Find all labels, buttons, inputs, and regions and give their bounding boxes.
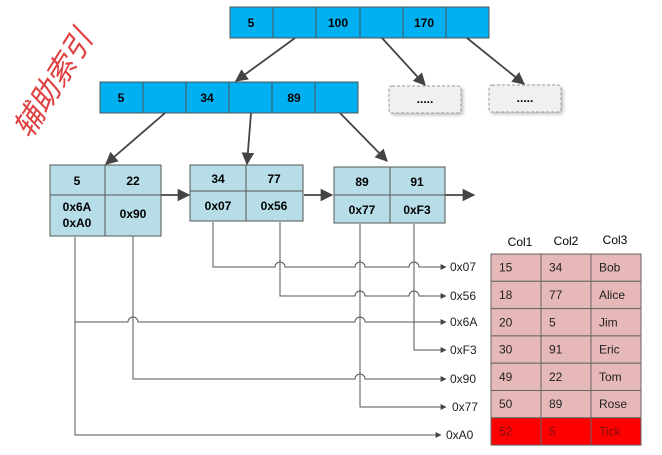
level2-key-2: 34 xyxy=(200,91,214,105)
table-cell: 50 xyxy=(499,397,513,411)
placeholder-node-2: ..... xyxy=(488,84,562,113)
level2-node: 5 34 89 xyxy=(99,81,359,114)
diagram-title: 辅助索引 xyxy=(7,22,101,144)
table-cell: Bob xyxy=(599,261,621,275)
leaf-node-2: 34 77 0x07 0x56 xyxy=(189,164,304,222)
root-node: 5 100 170 xyxy=(229,6,490,39)
table-cell: 89 xyxy=(549,397,563,411)
placeholder-label-2: ..... xyxy=(517,91,534,105)
leaf1-key-2: 22 xyxy=(126,174,140,188)
table-cell: Tom xyxy=(599,370,622,384)
pointer-connectors xyxy=(74,222,447,438)
table-cell-bg xyxy=(590,335,642,364)
leaf2-key-2: 77 xyxy=(267,172,281,186)
table-cell: 18 xyxy=(499,288,513,302)
leaf2-value-2: 0x56 xyxy=(261,199,288,213)
table-cell-bg xyxy=(540,308,592,337)
pointer-label-0xA0: 0xA0 xyxy=(446,428,474,442)
leaf1-value-2: 0x90 xyxy=(120,207,147,221)
level2-key-3: 89 xyxy=(287,91,301,105)
table-cell: Alice xyxy=(599,288,625,302)
table-cell: Jim xyxy=(599,315,618,329)
leaf3-value-1: 0x77 xyxy=(349,203,376,217)
leaf2-value-1: 0x07 xyxy=(205,199,232,213)
leaf-node-3: 89 91 0x77 0xF3 xyxy=(333,166,446,224)
pointer-label-0xF3: 0xF3 xyxy=(450,343,477,357)
table-header-col2: Col2 xyxy=(554,234,579,248)
table-cell-bg xyxy=(540,390,592,419)
table-rows: 15 34 Bob 18 77 Alice 20 5 Jim 30 91 Eric 49 22 Tom 50 8… xyxy=(490,253,642,446)
level2-key-1: 5 xyxy=(118,91,125,105)
pointer-label-0x6A: 0x6A xyxy=(450,315,477,329)
table-cell: 5 xyxy=(549,424,556,438)
placeholder-label-1: ..... xyxy=(417,92,434,106)
table-cell-bg xyxy=(490,390,542,419)
leaf3-key-2: 91 xyxy=(410,175,424,189)
table-header-col3: Col3 xyxy=(603,233,628,247)
table-cell: Tick xyxy=(599,424,622,438)
table-cell: 5 xyxy=(549,315,556,329)
table-cell-bg xyxy=(490,308,542,337)
table-cell: 34 xyxy=(549,261,563,275)
table-header-col1: Col1 xyxy=(508,235,533,249)
table-cell-bg xyxy=(490,280,542,310)
table-cell: Eric xyxy=(599,343,620,357)
leaf3-value-2: 0xF3 xyxy=(403,203,431,217)
table-cell: 20 xyxy=(499,315,513,329)
table-cell: 30 xyxy=(499,343,513,357)
table-cell-bg xyxy=(590,280,642,310)
table-cell: 49 xyxy=(499,370,513,384)
root-key-3: 170 xyxy=(414,16,434,30)
pointer-label-0x77: 0x77 xyxy=(452,400,478,414)
table-cell-bg xyxy=(540,362,592,392)
root-key-2: 100 xyxy=(328,16,348,30)
table-cell: 52 xyxy=(499,424,513,438)
table-cell-bg xyxy=(490,417,542,446)
table-cell: Rose xyxy=(599,397,627,411)
root-key-1: 5 xyxy=(248,16,255,30)
table-cell-bg xyxy=(590,253,642,282)
pointer-labels: 0x07 0x56 0x6A 0xF3 0x90 0x77 0xA0 xyxy=(446,260,478,442)
table-cell-bg xyxy=(490,362,542,392)
pointer-label-0x56: 0x56 xyxy=(450,289,476,303)
pointer-label-0x07: 0x07 xyxy=(450,260,476,274)
placeholder-node-1: ..... xyxy=(388,85,462,114)
table-cell: 15 xyxy=(499,261,513,275)
table-cell-bg xyxy=(540,417,592,446)
table-cell-bg xyxy=(590,362,642,392)
tree-arrows xyxy=(105,37,525,202)
table-cell: 91 xyxy=(549,343,563,357)
pointer-label-0x90: 0x90 xyxy=(450,372,476,386)
leaf1-key-1: 5 xyxy=(74,174,81,188)
table-cell-bg xyxy=(540,253,592,282)
leaf2-key-1: 34 xyxy=(211,172,225,186)
data-table: Col1 Col2 Col3 15 34 Bob 18 77 Alice 20 5 Jim 30 9… xyxy=(490,233,642,446)
table-cell: 22 xyxy=(549,370,563,384)
table-cell: 77 xyxy=(549,288,563,302)
table-cell-bg xyxy=(590,308,642,337)
table-cell-bg xyxy=(590,417,642,446)
table-cell-bg xyxy=(590,390,642,419)
leaf3-key-1: 89 xyxy=(355,175,369,189)
